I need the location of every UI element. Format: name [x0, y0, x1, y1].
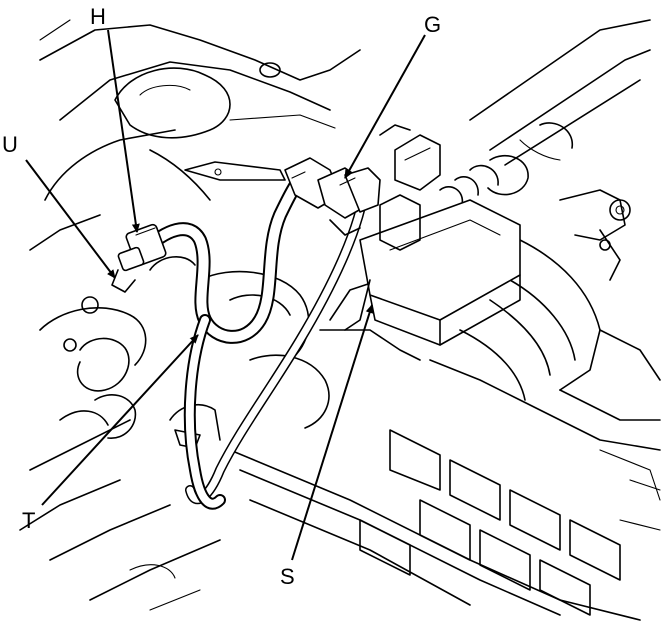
- leader-u: [25, 159, 116, 279]
- callout-g: G: [424, 12, 441, 37]
- leader-g: [344, 34, 426, 179]
- callout-h: H: [90, 4, 106, 29]
- callout-labels: H G U T S: [2, 4, 441, 589]
- leader-t: [41, 334, 199, 506]
- background-structure: [19, 19, 661, 621]
- leader-s: [291, 304, 374, 561]
- callout-t: T: [22, 508, 35, 533]
- leader-lines: [25, 29, 426, 561]
- callout-u: U: [2, 132, 18, 157]
- hose-assembly: [111, 157, 381, 510]
- leader-h: [107, 29, 140, 233]
- callout-s: S: [280, 564, 295, 589]
